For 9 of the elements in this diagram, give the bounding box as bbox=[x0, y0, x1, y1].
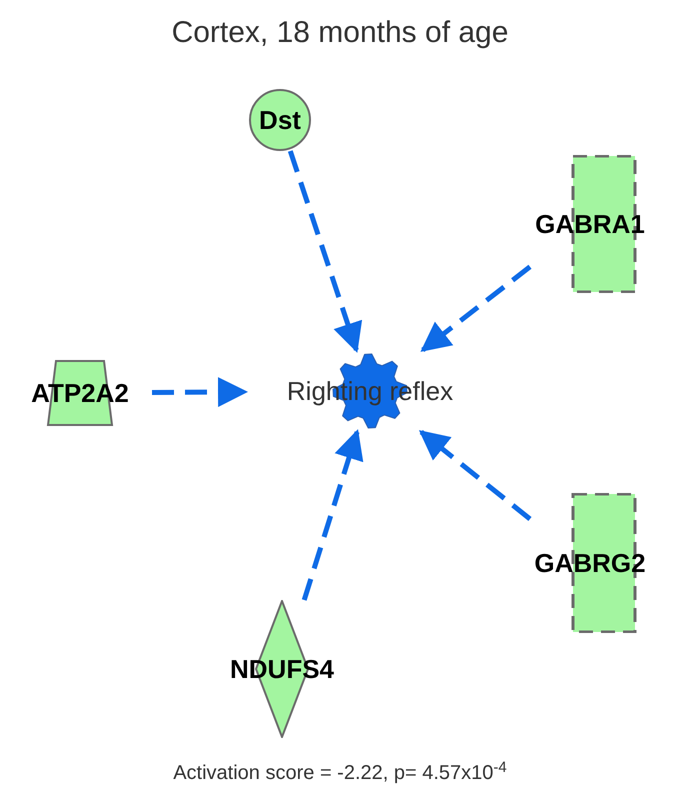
caption: Activation score = -2.22, p= 4.57x10$^{-4}$ bbox=[173, 758, 507, 786]
arrow bbox=[302, 429, 364, 601]
arrow bbox=[418, 430, 532, 521]
node-label: Dst bbox=[259, 107, 301, 133]
diagram-title: Cortex, 18 months of age bbox=[172, 15, 508, 51]
node-label: GABRA1 bbox=[535, 211, 645, 237]
arrow bbox=[420, 264, 532, 352]
arrow bbox=[152, 377, 248, 408]
arrow bbox=[288, 150, 362, 353]
